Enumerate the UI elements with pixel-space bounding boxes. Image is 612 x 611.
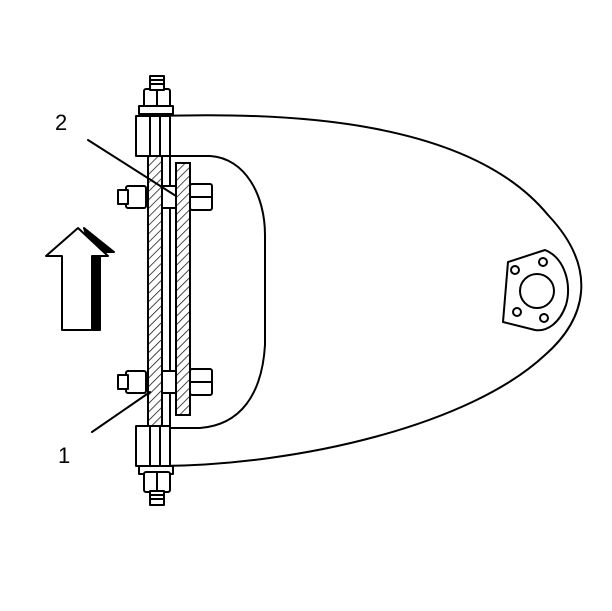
callout-1-leader xyxy=(91,391,151,433)
flange-bolt-hole-3 xyxy=(512,307,522,317)
control-arm-outline xyxy=(159,114,583,467)
flange-bolt-hole-2 xyxy=(538,257,548,267)
callout-2-leader xyxy=(87,139,177,197)
upper-bushing-end xyxy=(135,115,171,157)
lower-bushing-end xyxy=(135,425,171,467)
pivot-shaft xyxy=(147,155,163,427)
ball-joint-center xyxy=(519,273,555,309)
upper-washer xyxy=(138,105,174,115)
callout-2-label: 2 xyxy=(55,110,67,135)
lower-mounting-bolt-tip xyxy=(117,374,129,390)
control-arm-inner-cutout xyxy=(169,155,266,429)
shim-plate xyxy=(175,162,191,416)
lower-mounting-bolt-body xyxy=(161,370,177,394)
flange-bolt-hole-1 xyxy=(510,265,520,275)
callout-1-label: 1 xyxy=(58,443,70,468)
upper-mounting-bolt-tip xyxy=(117,189,129,205)
flange-bolt-hole-4 xyxy=(539,313,549,323)
direction-arrow xyxy=(45,227,109,331)
